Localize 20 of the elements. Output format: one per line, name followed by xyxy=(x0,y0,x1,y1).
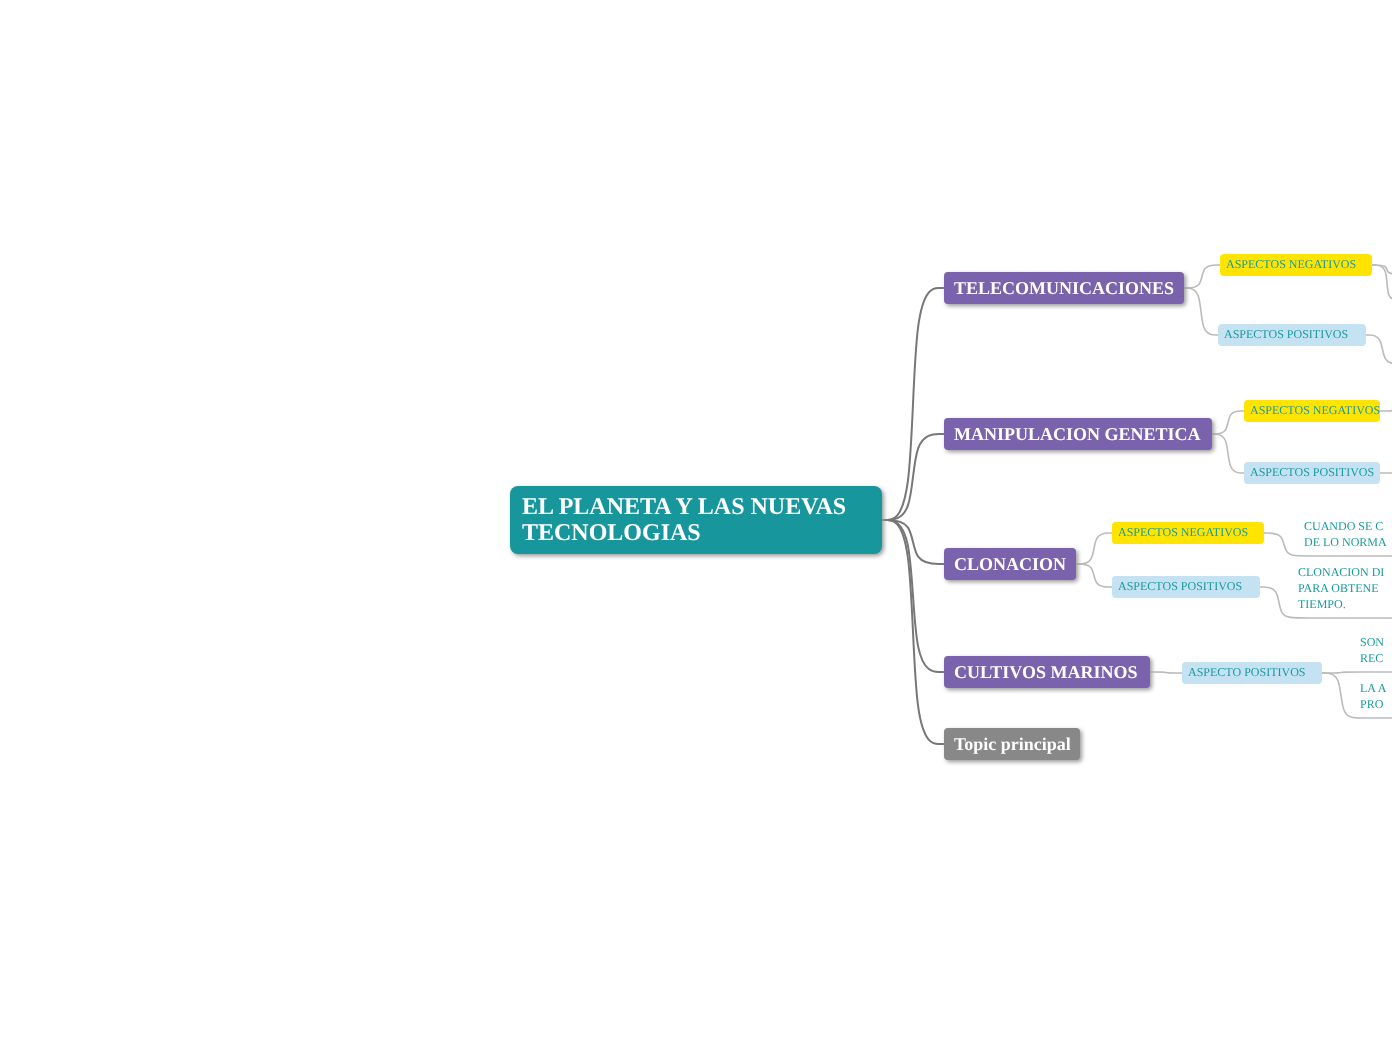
topic-box: Topic principal xyxy=(944,728,1080,760)
branch-line xyxy=(1371,264,1392,301)
branch-line xyxy=(1149,671,1183,674)
branch-line xyxy=(1183,287,1219,336)
branch-line xyxy=(1379,407,1392,412)
topic-box: MANIPULACION GENETICA xyxy=(944,418,1212,450)
branch-line xyxy=(1075,563,1113,588)
branch-line xyxy=(1365,334,1392,365)
branch-line xyxy=(1183,264,1221,289)
branch-line xyxy=(1259,586,1392,619)
topic-box: CLONACION xyxy=(944,548,1076,580)
branch-line xyxy=(1263,532,1392,557)
branch-line xyxy=(1379,471,1392,474)
branch-line xyxy=(881,519,945,745)
central-topic: EL PLANETA Y LAS NUEVAS TECNOLOGIAS xyxy=(510,486,882,554)
branch-line xyxy=(1211,433,1245,474)
topic-box: CULTIVOS MARINOS xyxy=(944,656,1150,688)
branch-line xyxy=(1321,672,1392,719)
topic-box: TELECOMUNICACIONES xyxy=(944,272,1184,304)
branch-line xyxy=(1211,410,1245,435)
